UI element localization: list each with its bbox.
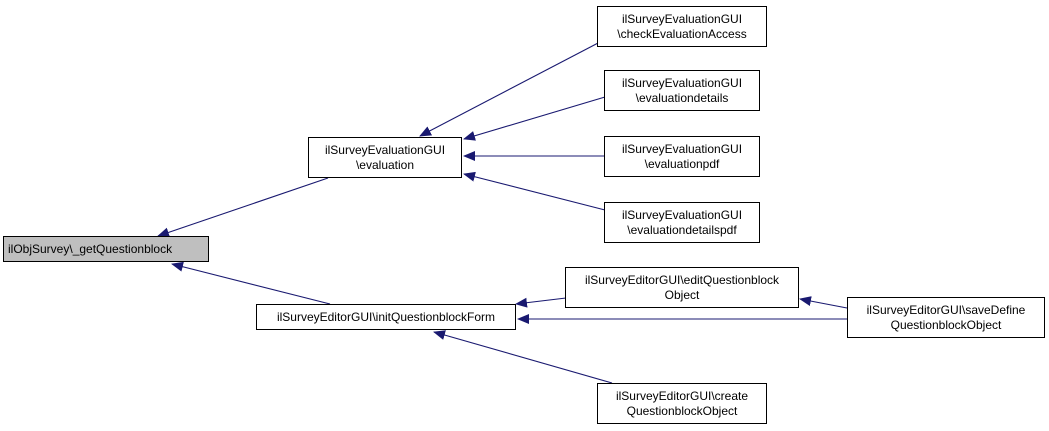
node-save-define-questionblock-object[interactable]: ilSurveyEditorGUI\saveDefine Questionblo… [847,297,1045,338]
node-label-line: \evaluationdetailspdf [627,222,737,237]
node-init-questionblock-form[interactable]: ilSurveyEditorGUI\initQuestionblockForm [256,304,516,330]
node-label-line: QuestionblockObject [626,403,738,418]
edge-init_form-to-root [171,261,331,305]
node-check-evaluation-access[interactable]: ilSurveyEvaluationGUI \checkEvaluationAc… [597,6,767,47]
node-label-line: ilSurveyEvaluationGUI [621,11,743,26]
node-evaluation-details-pdf[interactable]: ilSurveyEvaluationGUI \evaluationdetails… [604,202,760,243]
node-label-line: ilSurveyEvaluationGUI [621,75,743,90]
node-evaluation-details[interactable]: ilSurveyEvaluationGUI \evaluationdetails [604,70,760,111]
node-edit-questionblock-object[interactable]: ilSurveyEditorGUI\editQuestionblock Obje… [565,267,799,308]
node-label-line: ilSurveyEvaluationGUI [324,142,446,157]
node-label-line: \evaluation [355,157,415,172]
node-evaluation[interactable]: ilSurveyEvaluationGUI \evaluation [308,137,462,178]
node-label-line: ilSurveyEditorGUI\initQuestionblockForm [276,309,496,324]
node-label-line: ilSurveyEditorGUI\create [615,388,749,403]
node-label-line: QuestionblockObject [890,317,1002,332]
node-label-line: \checkEvaluationAccess [617,26,747,41]
node-evaluation-pdf[interactable]: ilSurveyEvaluationGUI \evaluationpdf [604,136,760,177]
edge-save_define-to-edit_qb [799,296,848,309]
edge-evaluation-to-root [157,177,329,238]
node-getquestionblock[interactable]: ilObjSurvey\_getQuestionblock [3,236,209,262]
node-create-questionblock-object[interactable]: ilSurveyEditorGUI\create QuestionblockOb… [597,383,767,424]
edge-eval_details-to-evaluation [463,96,606,141]
node-label-line: Object [664,287,700,302]
node-label-line: ilSurveyEvaluationGUI [621,141,743,156]
edge-edit_qb-to-init_form [515,297,567,308]
node-label-line: ilObjSurvey\_getQuestionblock [8,241,173,256]
edge-eval_details_pdf-to-evaluation [463,171,606,211]
node-label-line: \evaluationdetails [635,90,729,105]
edge-create_qb-to-init_form [433,330,613,384]
node-label-line: ilSurveyEditorGUI\editQuestionblock [584,272,780,287]
node-label-line: ilSurveyEditorGUI\saveDefine [866,302,1026,317]
node-label-line: ilSurveyEvaluationGUI [621,207,743,222]
edge-check_access-to-evaluation [419,41,601,137]
node-label-line: \evaluationpdf [644,156,720,171]
